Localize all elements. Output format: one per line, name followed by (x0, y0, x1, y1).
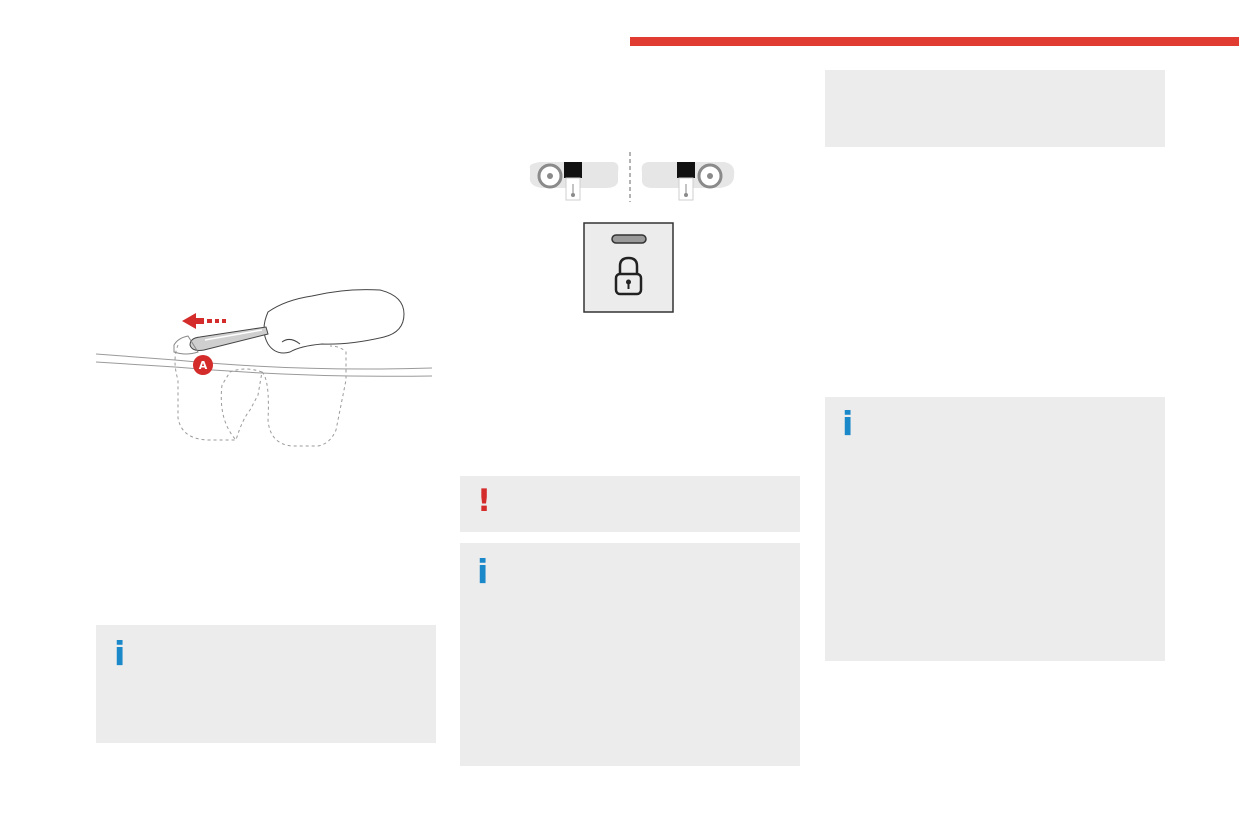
padlock-icon (614, 256, 643, 296)
footwell-dashed-outline (174, 344, 263, 441)
footwell-dashed-outline-right (261, 345, 347, 447)
release-lever (189, 326, 269, 351)
warning-note-box (460, 476, 800, 532)
info-note-box-right (825, 397, 1165, 661)
warning-icon: ! (477, 483, 492, 519)
info-note-box-middle (460, 543, 800, 766)
pull-direction-arrow (182, 313, 196, 329)
steering-variant-illustration (529, 152, 735, 202)
info-note-box-left (96, 625, 436, 743)
header-accent-bar (630, 37, 1239, 46)
central-locking-button (583, 222, 674, 313)
dashboard-line-upper (95, 353, 433, 370)
note-box-right-top (825, 70, 1165, 147)
callout-a-label: A (199, 359, 208, 372)
hand-shape (263, 289, 405, 354)
info-icon: i (114, 634, 126, 673)
callout-a-marker: A (193, 355, 213, 375)
info-icon: i (842, 404, 854, 443)
info-icon: i (477, 552, 489, 591)
dashboard-line-lower (95, 361, 433, 377)
